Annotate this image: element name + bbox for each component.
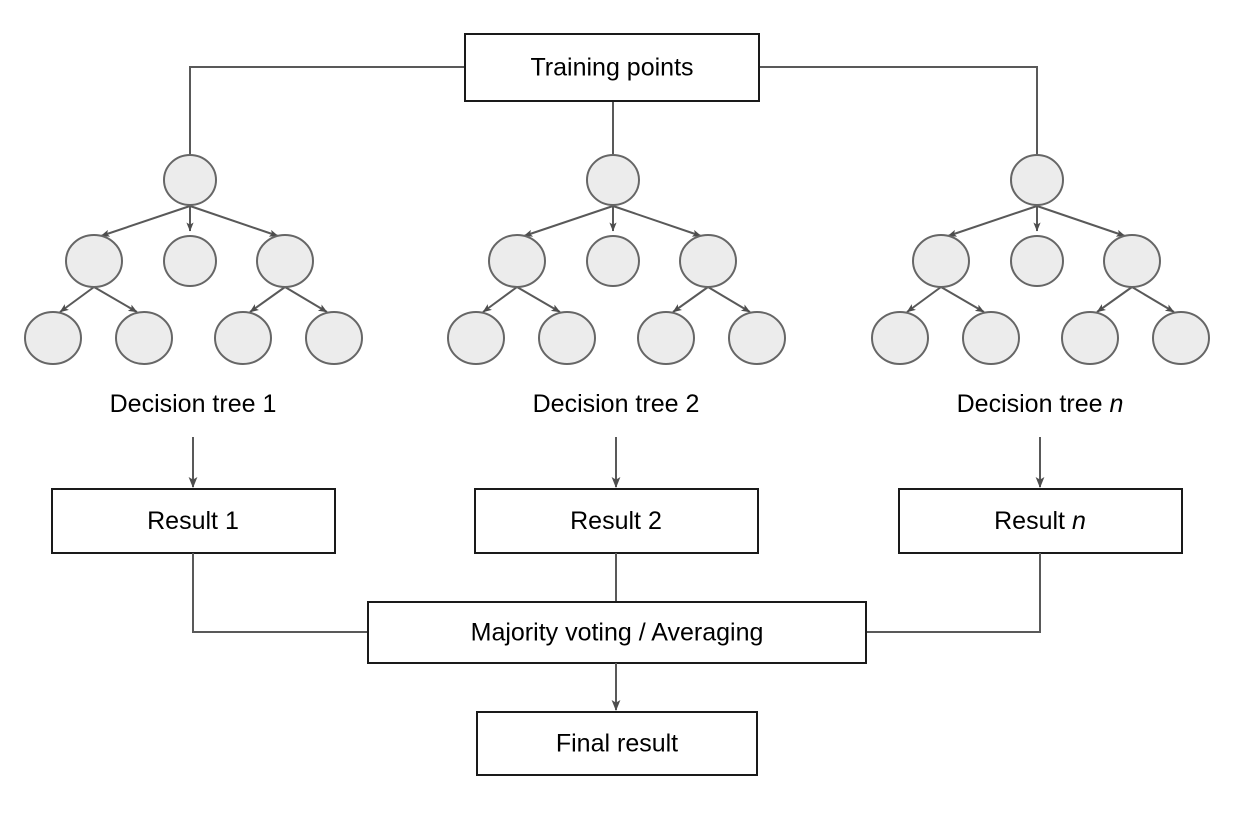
final-result-box[interactable]: Final result — [476, 711, 758, 776]
decision-tree-1: Decision tree 1 — [24, 154, 363, 418]
tree1-node-leaf-4 — [305, 311, 363, 365]
tree1-node-l2-right — [256, 234, 314, 288]
treen-node-leaf-4 — [1152, 311, 1210, 365]
connector-result1-to-aggregator — [192, 553, 368, 633]
tree1-edge-root-left — [100, 205, 191, 237]
training-points-box-rect — [464, 33, 760, 102]
treen-node-leaf-1 — [871, 311, 929, 365]
tree2-node-leaf-1 — [447, 311, 505, 365]
decision-tree-n: Decision tree n — [871, 154, 1210, 418]
treen-edge-root-left — [947, 205, 1038, 237]
tree1-node-root — [163, 154, 217, 206]
decision-tree-n-label: Decision tree n — [957, 390, 1124, 418]
final-result-box-rect — [476, 711, 758, 776]
treen-node-l2-left — [912, 234, 970, 288]
tree2-node-leaf-3 — [637, 311, 695, 365]
tree2-edge-l2right-leaf3 — [672, 286, 709, 313]
result-box-2[interactable]: Result 2 — [474, 488, 759, 554]
tree2-node-root — [586, 154, 640, 206]
decision-tree-2-label: Decision tree 2 — [533, 390, 700, 418]
treen-edge-l2left-leaf1 — [906, 286, 942, 313]
decision-tree-1-label: Decision tree 1 — [110, 390, 277, 418]
tree1-node-leaf-1 — [24, 311, 82, 365]
tree1-node-l2-left — [65, 234, 123, 288]
treen-edge-l2left-leaf2 — [940, 286, 985, 313]
decision-tree-2: Decision tree 2 — [447, 154, 786, 418]
result-box-1[interactable]: Result 1 — [51, 488, 336, 554]
tree1-node-l2-mid — [163, 235, 217, 287]
training-points-label: Training points — [530, 54, 693, 82]
tree2-edge-l2left-leaf1 — [482, 286, 518, 313]
tree2-node-l2-left — [488, 234, 546, 288]
treen-node-leaf-2 — [962, 311, 1020, 365]
tree2-edge-l2left-leaf2 — [516, 286, 561, 313]
tree1-node-leaf-2 — [115, 311, 173, 365]
tree1-edge-l2right-leaf3 — [249, 286, 286, 313]
tree1-node-leaf-3 — [214, 311, 272, 365]
result-2-label: Result 2 — [570, 507, 662, 535]
treen-node-l2-right — [1103, 234, 1161, 288]
tree2-edge-root-left — [523, 205, 614, 237]
connector-to-tree-1 — [189, 66, 465, 154]
tree1-edge-l2left-leaf1 — [59, 286, 95, 313]
tree2-node-l2-right — [679, 234, 737, 288]
result-n-label: Result n — [994, 507, 1086, 535]
tree2-edge-root-right — [612, 205, 702, 237]
connector-resultn-to-aggregator — [866, 553, 1041, 633]
tree-to-result-connectors — [188, 437, 1045, 488]
aggregator-label: Majority voting / Averaging — [471, 619, 764, 647]
tree2-node-l2-mid — [586, 235, 640, 287]
aggregator-box[interactable]: Majority voting / Averaging — [367, 601, 867, 664]
training-points-connectors — [189, 66, 1038, 154]
connector-to-tree-n — [759, 66, 1038, 154]
result-1-label: Result 1 — [147, 507, 239, 535]
result-box-n[interactable]: Result n — [898, 488, 1183, 554]
tree1-edge-l2right-leaf4 — [284, 286, 328, 313]
tree1-edge-root-right — [189, 205, 279, 237]
treen-node-leaf-3 — [1061, 311, 1119, 365]
final-result-label: Final result — [556, 730, 678, 758]
training-points-box[interactable]: Training points — [464, 33, 760, 102]
treen-edge-l2right-leaf3 — [1096, 286, 1133, 313]
tree1-edge-l2left-leaf2 — [93, 286, 138, 313]
treen-node-root — [1010, 154, 1064, 206]
result-to-aggregator-connectors — [192, 553, 1041, 633]
treen-edge-root-right — [1036, 205, 1126, 237]
treen-edge-l2right-leaf4 — [1131, 286, 1175, 313]
tree2-edge-l2right-leaf4 — [707, 286, 751, 313]
tree2-node-leaf-2 — [538, 311, 596, 365]
treen-node-l2-mid — [1010, 235, 1064, 287]
tree2-node-leaf-4 — [728, 311, 786, 365]
